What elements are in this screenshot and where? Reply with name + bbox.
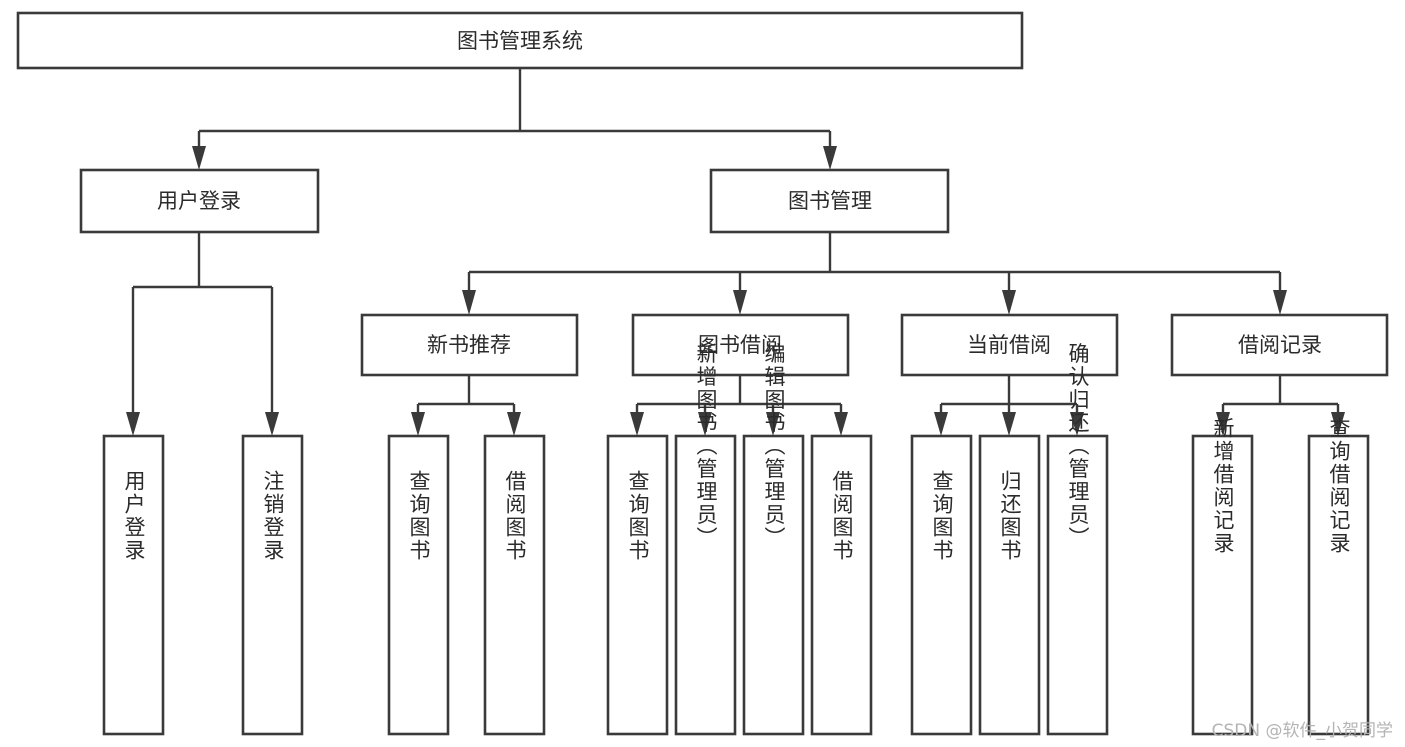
node-book-manage[interactable]: 图书管理 [709,168,950,234]
leaf-label: 借阅图书 [830,470,854,562]
leaf-box[interactable] [978,434,1041,736]
leaf-box[interactable] [674,434,737,736]
leaf-label: 查询图书 [930,470,954,562]
node-new-book-recommend-label: 新书推荐 [427,333,511,357]
arrow-head-icon [934,412,948,436]
leaf-node[interactable]: 查询图书 [910,434,973,736]
leaf-node[interactable]: 编辑图书（管理员） [742,343,805,736]
arrow-head-icon [1331,412,1345,436]
leaf-label: 注销登录 [261,470,285,562]
arrow-head-icon [834,412,848,436]
leaf-label: 归还图书 [998,470,1022,562]
arrow-head-icon [1273,290,1287,315]
leaf-box[interactable] [742,434,805,736]
node-user-login-box[interactable] [79,168,320,234]
arrow-head-icon [766,412,780,436]
node-borrow-records[interactable]: 借阅记录 [1170,313,1389,377]
node-book-manage-label: 图书管理 [788,189,872,213]
node-book-borrow-label: 图书借阅 [698,333,782,357]
leaf-box[interactable] [483,434,546,736]
node-root-label: 图书管理系统 [457,29,583,53]
leaf-node[interactable]: 新增借阅记录 [1191,417,1254,736]
leaf-node[interactable]: 注销登录 [241,434,304,736]
arrow-head-icon [1002,290,1016,315]
leaf-box[interactable] [241,434,304,736]
leaf-node[interactable]: 确认归还（管理员） [1046,343,1109,736]
leaf-label: 新增借阅记录 [1211,417,1235,555]
leaf-node[interactable]: 用户登录 [102,434,165,736]
arrow-head-icon [507,412,521,436]
leaf-label: 查询图书 [407,470,431,562]
leaf-box[interactable] [102,434,165,736]
leaf-box[interactable] [387,434,450,736]
connector-group-borrow-records [1216,375,1345,436]
node-borrow-records-box[interactable] [1170,313,1389,377]
connector-group-book-borrow [630,375,848,436]
leaf-box[interactable] [1191,434,1254,736]
leaf-node[interactable]: 归还图书 [978,434,1041,736]
node-current-borrow[interactable]: 当前借阅 [900,313,1119,377]
leaf-label: 查询借阅记录 [1327,417,1351,555]
node-user-login[interactable]: 用户登录 [79,168,320,234]
leaf-label: 确认归还（管理员） [1066,343,1090,550]
node-current-borrow-box[interactable] [900,313,1119,377]
node-root[interactable]: 图书管理系统 [16,11,1024,70]
leaf-label: 编辑图书（管理员） [762,343,786,550]
leaf-node[interactable]: 查询图书 [387,434,450,736]
leaf-box[interactable] [1046,434,1109,736]
leaf-node[interactable]: 借阅图书 [483,434,546,736]
leaf-label: 用户登录 [122,470,146,562]
arrow-head-icon [462,290,476,315]
node-new-book-recommend-box[interactable] [360,313,579,377]
arrow-head-icon [1070,412,1084,436]
leaf-box[interactable] [606,434,669,736]
leaf-box[interactable] [1307,434,1370,736]
connector-group-new-book [411,375,521,436]
arrow-head-icon [265,412,279,436]
arrow-head-icon [1216,412,1230,436]
node-new-book-recommend[interactable]: 新书推荐 [360,313,579,377]
node-current-borrow-label: 当前借阅 [967,333,1051,357]
leaf-box[interactable] [910,434,973,736]
node-book-manage-box[interactable] [709,168,950,234]
leaf-node[interactable]: 查询借阅记录 [1307,417,1370,736]
node-book-borrow[interactable]: 图书借阅 [631,313,850,377]
leaf-label: 借阅图书 [503,470,527,562]
leaf-label: 新增图书（管理员） [694,343,718,550]
arrow-head-icon [1002,412,1016,436]
watermark-label: CSDN @软件_小贺同学 [1211,721,1393,741]
arrow-head-icon [823,146,837,170]
connector-group-root [192,68,837,170]
leaf-label: 查询图书 [626,470,650,562]
node-book-borrow-box[interactable] [631,313,850,377]
connector-group-book-manage [462,232,1287,315]
arrow-head-icon [630,412,644,436]
node-borrow-records-label: 借阅记录 [1238,333,1322,357]
node-root-box[interactable] [16,11,1024,70]
arrow-head-icon [733,290,747,315]
arrow-head-icon [698,412,712,436]
leaf-node[interactable]: 新增图书（管理员） [674,343,737,736]
leaf-node[interactable]: 查询图书 [606,434,669,736]
arrow-head-icon [126,412,140,436]
connector-group-user-login [126,232,279,436]
arrow-head-icon [192,146,206,170]
connector-group-current-borrow [934,375,1084,436]
leaf-box[interactable] [810,434,873,736]
node-user-login-label: 用户登录 [157,189,241,213]
arrow-head-icon [411,412,425,436]
leaf-node[interactable]: 借阅图书 [810,434,873,736]
